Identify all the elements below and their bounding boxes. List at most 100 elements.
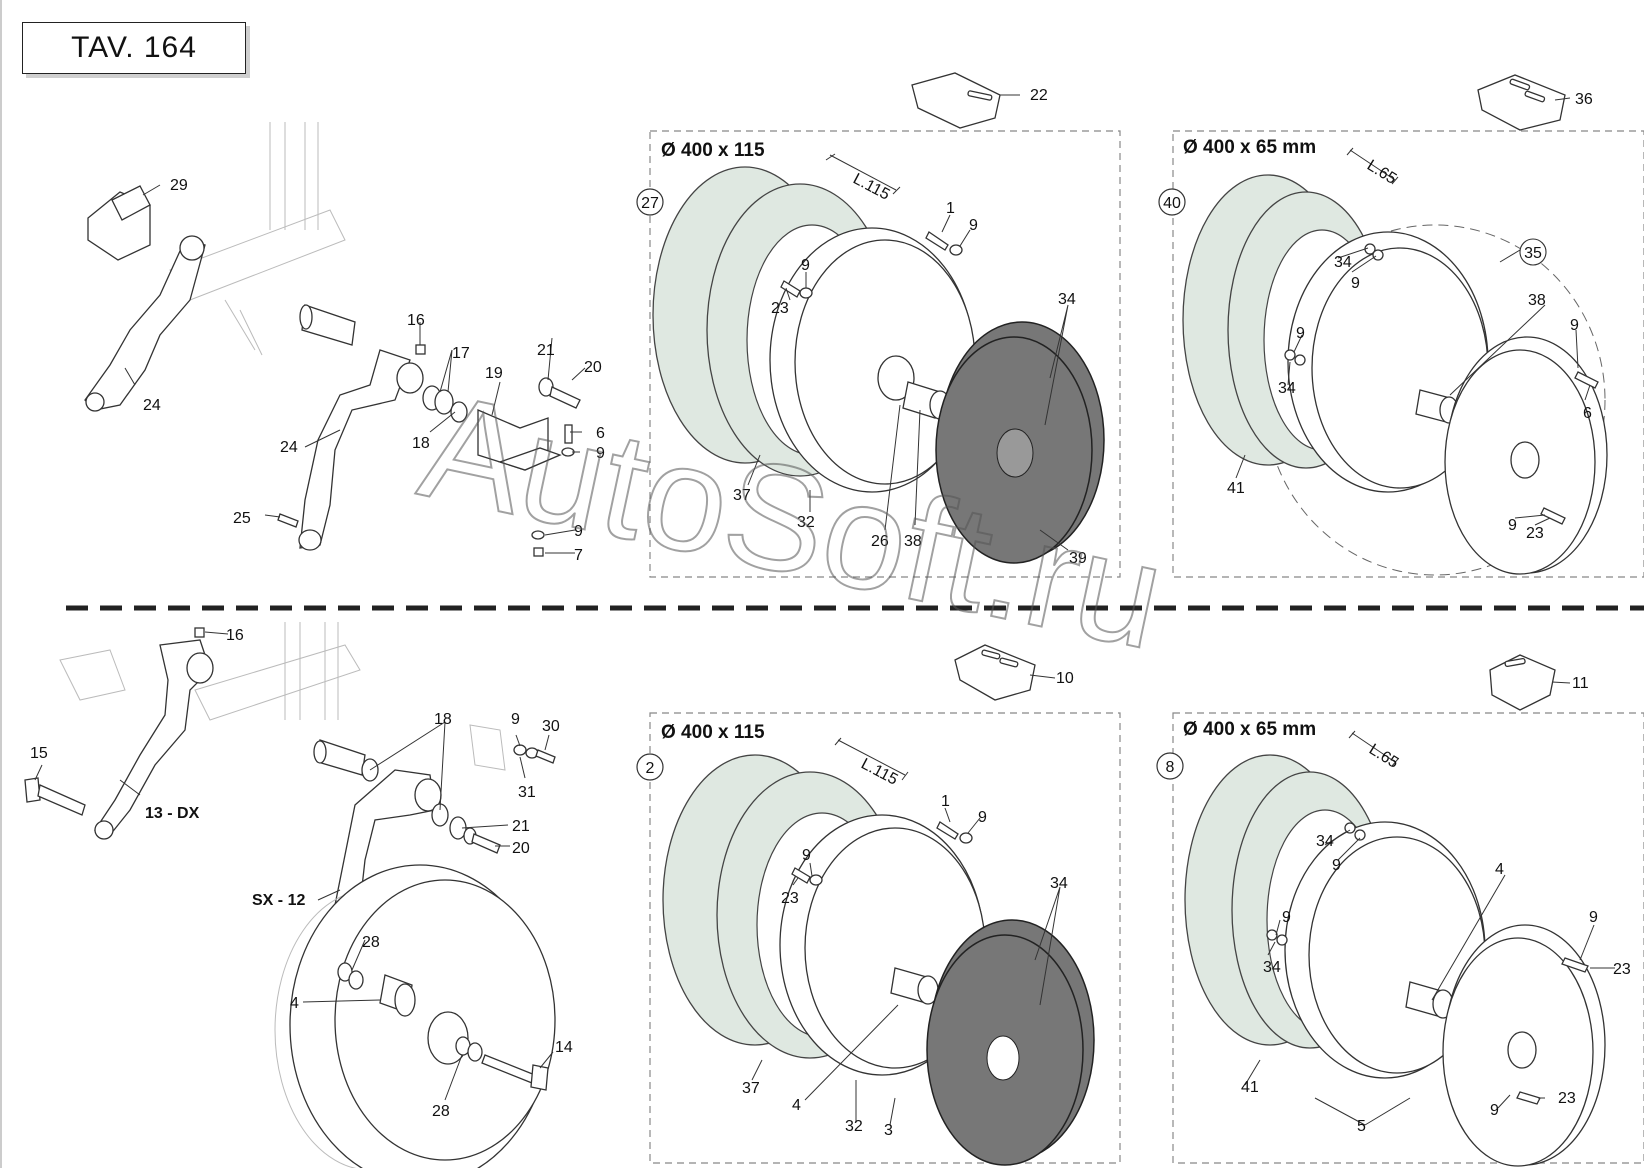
label-15: 15: [30, 745, 48, 762]
svg-text:2: 2: [646, 760, 655, 777]
label-sx-12: SX - 12: [252, 892, 305, 909]
label-37-top: 37: [733, 487, 751, 504]
label-23-br-a: 23: [1613, 961, 1631, 978]
plate-11: [1489, 654, 1556, 711]
kit-ref-2: 2: [636, 753, 664, 781]
label-5: 5: [1357, 1118, 1366, 1135]
disc-39: [935, 321, 1105, 564]
washers-17: [422, 385, 468, 423]
svg-text:27: 27: [641, 195, 659, 212]
frame-outline-bottom: [59, 622, 506, 771]
svg-text:40: 40: [1163, 195, 1181, 212]
svg-text:8: 8: [1166, 759, 1175, 776]
assembly-circle-35: [1264, 224, 1606, 576]
part-labels: 29 24 16 17 18 19 21 20 6 9 24 25 9 7 22…: [30, 87, 1631, 1139]
label-3: 3: [884, 1122, 893, 1139]
leader-lines: [34, 94, 1615, 1126]
label-6-tr: 6: [1583, 405, 1592, 422]
label-4-br: 4: [1495, 861, 1504, 878]
label-23-tr: 23: [1526, 525, 1544, 542]
washers-28: [337, 962, 483, 1062]
label-11: 11: [1572, 675, 1589, 692]
label-41-top: 41: [1227, 480, 1245, 497]
label-23-br-b: 23: [1558, 1090, 1576, 1107]
label-14: 14: [555, 1039, 573, 1056]
label-9-br-a: 9: [1332, 857, 1341, 874]
label-9-br-c: 9: [1589, 909, 1598, 926]
wheel-background-bottom: [274, 864, 556, 1168]
dimension-label-65-top: L.65: [1364, 157, 1400, 188]
label-10: 10: [1056, 670, 1074, 687]
bolts-9-30-31: [513, 744, 556, 764]
bolts-top-right: [1284, 243, 1599, 525]
diameter-label-bottom-left: Ø 400 x 115: [661, 722, 765, 743]
label-17: 17: [452, 345, 470, 362]
label-37-bottom: 37: [742, 1080, 760, 1097]
label-22: 22: [1030, 87, 1048, 104]
diameter-label-top-right: Ø 400 x 65 mm: [1183, 137, 1316, 158]
label-6-top: 6: [596, 425, 605, 442]
label-41-bottom: 41: [1241, 1079, 1259, 1096]
kit-ref-40: 40: [1158, 188, 1186, 216]
label-1-bottom: 1: [941, 793, 950, 810]
label-9-br-d: 9: [1490, 1102, 1499, 1119]
nut-16-top: [415, 344, 426, 355]
diameter-label-top-left: Ø 400 x 115: [661, 140, 765, 161]
arm-24-top-left: [84, 235, 206, 412]
label-35: 35: [1524, 245, 1542, 262]
table-title: TAV. 164: [22, 22, 246, 74]
label-9-br-b: 9: [1282, 909, 1291, 926]
label-13-dx: 13 - DX: [145, 805, 200, 822]
label-18-top: 18: [412, 435, 430, 452]
nut-16-bottom: [194, 627, 205, 638]
label-29: 29: [170, 177, 188, 194]
flange-disc-5: [1442, 924, 1606, 1167]
label-35-circle: [1519, 238, 1547, 266]
label-16-bottom: 16: [226, 627, 244, 644]
label-28-a: 28: [362, 934, 380, 951]
bracket-19: [477, 409, 562, 471]
dimension-line-115-top: [825, 153, 901, 195]
label-21-top: 21: [537, 342, 555, 359]
hub-38-top-right: [1415, 389, 1459, 424]
dimension-line-115-bottom: [834, 737, 909, 781]
label-39: 39: [1069, 550, 1087, 567]
label-38-top: 38: [904, 533, 922, 550]
dimension-line-65-top: [1346, 147, 1399, 185]
label-34-tr-b: 34: [1278, 380, 1296, 397]
bolts-1-9-23-top: [780, 231, 963, 299]
small-bolts-6-9-7: [531, 424, 575, 557]
label-28-b: 28: [432, 1103, 450, 1120]
label-26: 26: [871, 533, 889, 550]
label-24-left: 24: [143, 397, 161, 414]
label-20-top: 20: [584, 359, 602, 376]
kit-ref-27: 27: [636, 188, 664, 216]
bolt-14: [481, 1054, 549, 1091]
label-18-bottom: 18: [434, 711, 452, 728]
label-30: 30: [542, 718, 560, 735]
label-25: 25: [233, 510, 251, 527]
label-9-tr-b: 9: [1296, 325, 1305, 342]
plate-10: [954, 644, 1036, 701]
label-36: 36: [1575, 91, 1593, 108]
label-38-top-right: 38: [1528, 292, 1546, 309]
label-34-tr-a: 34: [1334, 254, 1352, 271]
label-19: 19: [485, 365, 503, 382]
kit-box-top-left: [649, 130, 1121, 578]
label-9-top-c: 9: [969, 217, 978, 234]
label-23-bl: 23: [781, 890, 799, 907]
label-34-br-a: 34: [1316, 833, 1334, 850]
label-9-tr-c: 9: [1570, 317, 1579, 334]
rim-32-top: [769, 227, 976, 493]
dimension-label-115-top: L.115: [850, 171, 892, 204]
bushing-4-bottom-left: [890, 967, 939, 1005]
label-32-top: 32: [797, 514, 815, 531]
label-1-top: 1: [946, 200, 955, 217]
arm-24-top: [298, 349, 424, 551]
kit-ref-8: 8: [1156, 752, 1184, 780]
label-9-bl-a: 9: [511, 711, 520, 728]
label-34-bl: 34: [1050, 875, 1068, 892]
shaft-top: [299, 304, 356, 346]
label-9-bl-c: 9: [802, 847, 811, 864]
